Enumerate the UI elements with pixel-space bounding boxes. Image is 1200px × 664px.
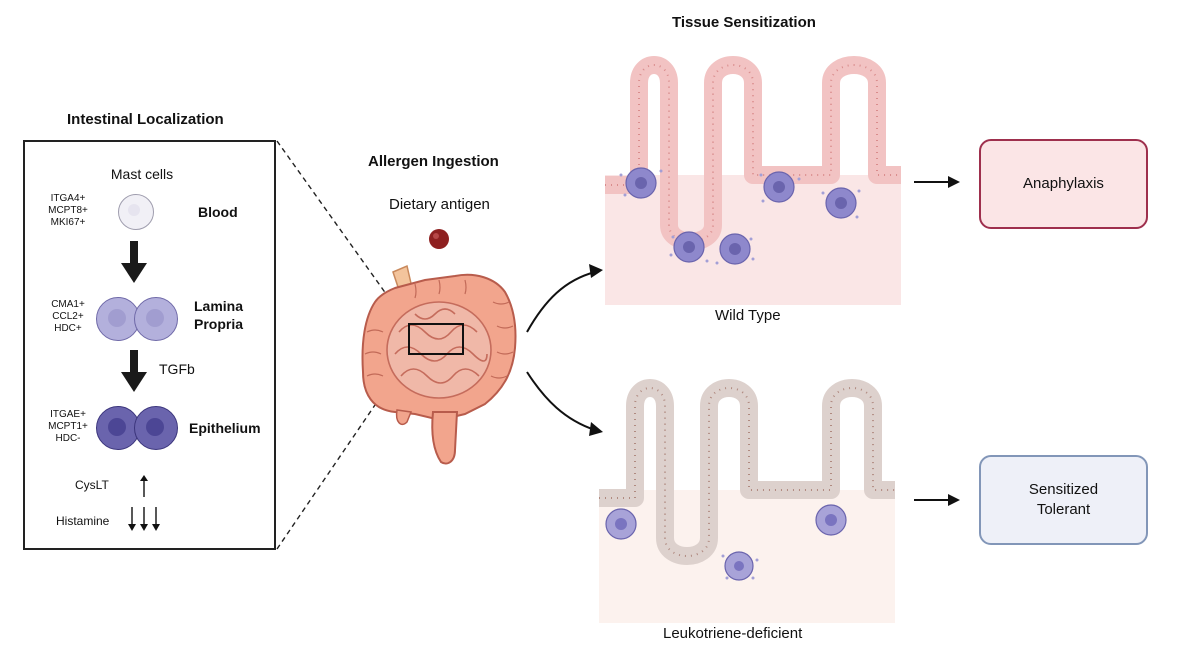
blood-markers: ITGA4+ MCPT8+ MKI67+: [46, 193, 90, 229]
wild-type-label: Wild Type: [715, 307, 781, 324]
lamina-marker: CMA1+: [51, 299, 85, 310]
lamina-markers: CMA1+ CCL2+ HDC+: [46, 299, 90, 335]
histamine-label: Histamine: [56, 514, 110, 528]
tolerant-label: Tolerant: [1036, 501, 1091, 518]
up-arrow-icon: [140, 475, 148, 497]
center-title: Allergen Ingestion: [368, 153, 499, 170]
blood-marker: MKI67+: [50, 217, 86, 228]
anaphylaxis-label: Anaphylaxis: [1023, 175, 1104, 192]
antigen-icon: [429, 229, 449, 249]
right-arrow-icon: [914, 494, 960, 506]
wild-type-tissue: [605, 56, 901, 305]
lamina-mast-cell: [134, 297, 178, 341]
blood-marker: MCPT8+: [48, 205, 88, 216]
intestine-icon: [361, 264, 517, 465]
down-arrow-icon: [121, 350, 147, 392]
sensitized-tolerant-box: Sensitized Tolerant: [979, 455, 1148, 545]
epithelium-mast-cell: [134, 406, 178, 450]
blood-marker: ITGA4+: [50, 193, 86, 204]
tgfb-label: TGFb: [159, 361, 195, 377]
epithelium-marker: HDC-: [55, 433, 81, 444]
leukotriene-deficient-tissue: [599, 379, 895, 623]
left-panel-title: Intestinal Localization: [67, 111, 224, 128]
lamina-marker: CCL2+: [52, 311, 84, 322]
lamina-mast-cell: [96, 297, 140, 341]
sensitized-label: Sensitized: [1028, 481, 1099, 498]
epithelium-mast-cell: [96, 406, 140, 450]
epithelium-marker: ITGAE+: [50, 409, 86, 420]
blood-label: Blood: [198, 204, 238, 220]
anaphylaxis-box: Anaphylaxis: [979, 139, 1148, 229]
lamina-marker: HDC+: [54, 323, 82, 334]
epithelium-markers: ITGAE+ MCPT1+ HDC-: [46, 409, 90, 445]
dietary-antigen-label: Dietary antigen: [389, 196, 490, 213]
epithelium-label: Epithelium: [189, 420, 261, 436]
lamina-propria-label: Lamina Propria: [194, 297, 243, 333]
down-arrow-icon: [121, 241, 147, 283]
blood-mast-cell: [118, 194, 154, 230]
intestinal-localization-panel: [23, 140, 276, 550]
down-arrows-icon: [128, 507, 160, 531]
branch-arrows: [526, 264, 603, 436]
lamina-label-line: Propria: [194, 316, 244, 332]
cyslt-label: CysLT: [75, 478, 109, 492]
right-title: Tissue Sensitization: [672, 14, 816, 31]
mast-cells-label: Mast cells: [110, 166, 174, 182]
leukotriene-deficient-label: Leukotriene-deficient: [663, 625, 803, 642]
epithelium-marker: MCPT1+: [48, 421, 88, 432]
right-arrow-icon: [914, 176, 960, 188]
lamina-label-line: Lamina: [194, 298, 244, 314]
